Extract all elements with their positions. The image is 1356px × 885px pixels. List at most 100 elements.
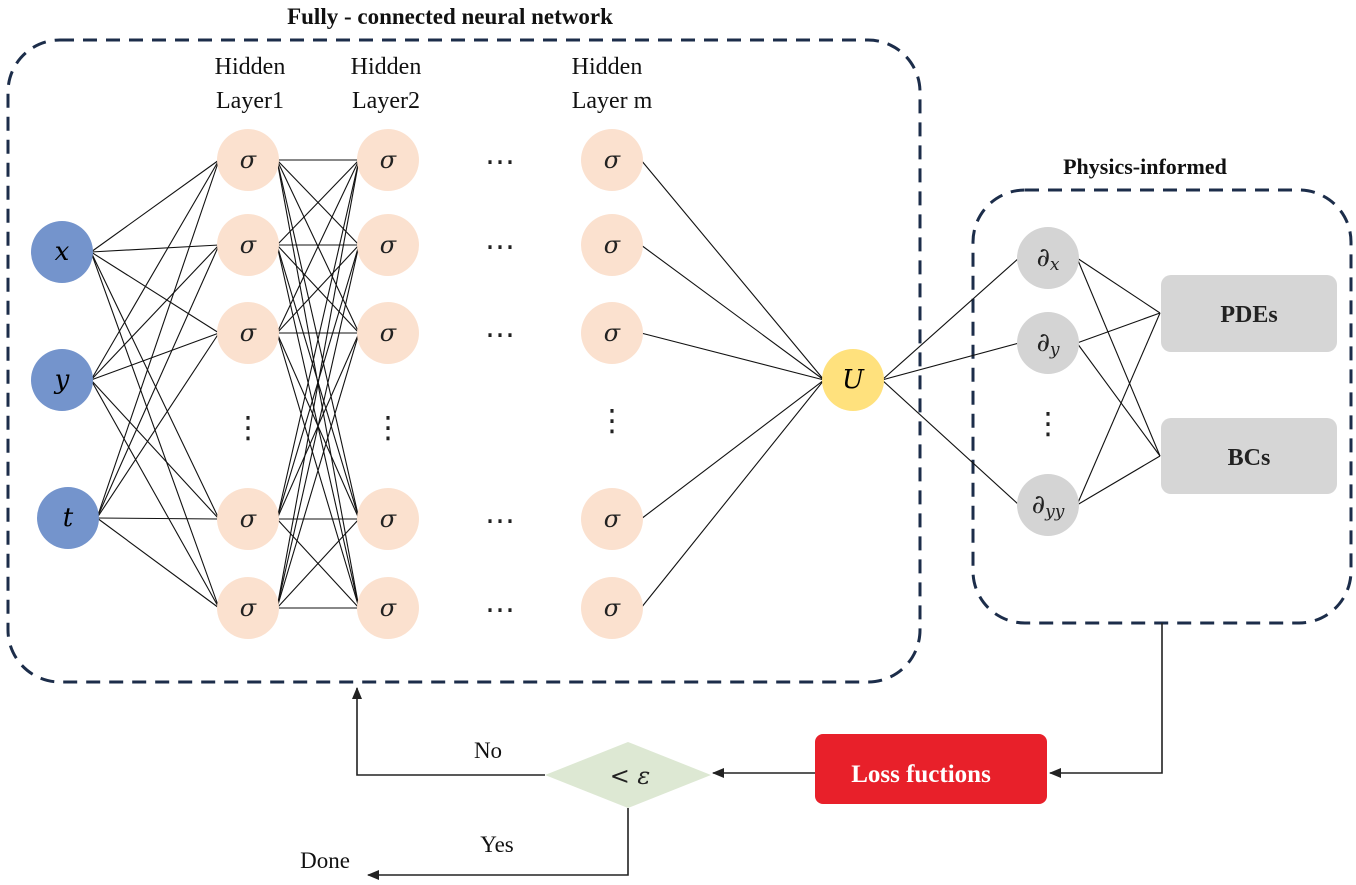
physics-title: Physics-informed <box>1063 154 1227 179</box>
input-label-x: x <box>55 237 70 267</box>
layerm-header-line1: Hidden <box>572 54 643 80</box>
layerm-neuron-label: σ <box>604 319 621 347</box>
decision-diamond <box>545 742 711 808</box>
edge-layer1-layer2 <box>276 332 360 609</box>
layer1-neuron <box>217 129 279 191</box>
edge-layer1-layer2 <box>276 244 360 334</box>
ellipsis: ⋯ <box>485 593 515 628</box>
layerm-neuron <box>581 129 643 191</box>
edge-input-layer1 <box>96 332 220 519</box>
edge-derivative-pdes <box>1076 257 1161 314</box>
input-label-t: t <box>63 503 74 533</box>
layer2-neuron-label: σ <box>380 146 397 174</box>
layer2-neuron <box>357 488 419 550</box>
layer2-neuron <box>357 577 419 639</box>
layer2-header-line1: Hidden <box>351 54 422 80</box>
yes-arrow <box>367 808 629 880</box>
edge-input-layer1 <box>90 159 220 381</box>
edge-derivative-bcs <box>1076 257 1161 457</box>
vertical-dots: ⋮ <box>373 411 403 446</box>
edge-layerm-output <box>640 244 825 381</box>
edge-input-layer1 <box>90 379 220 520</box>
yes-label: Yes <box>480 832 514 857</box>
edge-layer1-layer2 <box>276 159 360 609</box>
derivative-node-x <box>1017 227 1079 289</box>
edge-layer1-layer2 <box>276 159 360 520</box>
ellipsis-group: ⋯ ⋯ ⋯ ⋯ ⋯ <box>485 145 515 628</box>
edge-layerm-output <box>640 379 825 520</box>
input-node-t <box>37 487 99 549</box>
edge-layer1-layer2 <box>276 159 360 246</box>
derivative-node-y <box>1017 312 1079 374</box>
layer2-neuron <box>357 129 419 191</box>
layer1-neuron <box>217 488 279 550</box>
edge-input-layer1 <box>90 379 220 609</box>
layer2-neuron-label: σ <box>380 319 397 347</box>
layer1-neuron-label: σ <box>240 319 257 347</box>
edge-input-layer1 <box>90 332 220 381</box>
edge-input-layer1 <box>96 517 220 609</box>
vertical-dots: ⋮ <box>1033 407 1063 442</box>
edge-derivative-bcs <box>1076 342 1161 457</box>
edge-layer1-layer2 <box>276 159 360 334</box>
edge-input-layer1 <box>90 244 220 381</box>
edge-input-layer1 <box>90 159 220 253</box>
layerm-neuron <box>581 577 643 639</box>
fcnn-container <box>6 38 922 684</box>
layer2-neuron-label: σ <box>380 231 397 259</box>
layer1-neuron-label: σ <box>240 505 257 533</box>
pdes-box <box>1161 275 1337 352</box>
done-label: Done <box>300 848 350 873</box>
no-label: No <box>474 738 502 763</box>
decision-label: < ε <box>610 762 651 790</box>
edge-input-layer1 <box>96 517 220 520</box>
bcs-label: BCs <box>1228 445 1271 471</box>
vertical-dots-group: ⋮⋮⋮⋮ <box>233 404 1063 446</box>
edge-layerm-output <box>640 379 825 609</box>
input-node-y <box>31 349 93 411</box>
edge-input-layer1 <box>90 251 220 334</box>
edge-output-derivative <box>881 257 1020 381</box>
fcnn-title: Fully - connected neural network <box>287 4 613 29</box>
layerm-neuron-label: σ <box>604 594 621 622</box>
ellipsis: ⋯ <box>485 145 515 180</box>
physics-to-loss-arrow <box>1049 623 1163 778</box>
layer1-neuron <box>217 214 279 276</box>
edge-derivative-pdes <box>1076 312 1161 506</box>
edge-input-layer1 <box>90 251 220 520</box>
layer2-neuron <box>357 214 419 276</box>
ellipsis: ⋯ <box>485 318 515 353</box>
layer1-neuron <box>217 302 279 364</box>
loss-label: Loss fuctions <box>851 761 991 788</box>
bcs-box <box>1161 418 1337 494</box>
ellipsis: ⋯ <box>485 504 515 539</box>
output-node <box>822 349 884 411</box>
layerm-neuron-label: σ <box>604 146 621 174</box>
input-node-x <box>31 221 93 283</box>
layer2-header-line2: Layer2 <box>352 88 420 114</box>
vertical-dots: ⋮ <box>597 404 627 439</box>
derivative-node-yy <box>1017 474 1079 536</box>
edge-output-derivative <box>881 379 1020 506</box>
layer1-header-line1: Hidden <box>215 54 286 80</box>
layerm-neuron <box>581 488 643 550</box>
layer2-neuron <box>357 302 419 364</box>
ellipsis: ⋯ <box>485 230 515 265</box>
layerm-header-line2: Layer m <box>572 88 653 114</box>
layer1-neuron <box>217 577 279 639</box>
input-label-y: y <box>54 365 70 395</box>
output-label: U <box>842 365 865 395</box>
edge-input-layer1 <box>90 244 220 253</box>
edge-layerm-output <box>640 159 825 381</box>
no-arrow <box>352 687 545 776</box>
edge-input-layer1 <box>96 159 220 519</box>
layer2-neuron-label: σ <box>380 505 397 533</box>
pdes-label: PDEs <box>1220 302 1277 328</box>
layerm-neuron <box>581 214 643 276</box>
edge-output-derivative <box>881 342 1020 381</box>
layer1-neuron-label: σ <box>240 146 257 174</box>
layerm-neuron-label: σ <box>604 231 621 259</box>
loss-box <box>815 734 1047 804</box>
